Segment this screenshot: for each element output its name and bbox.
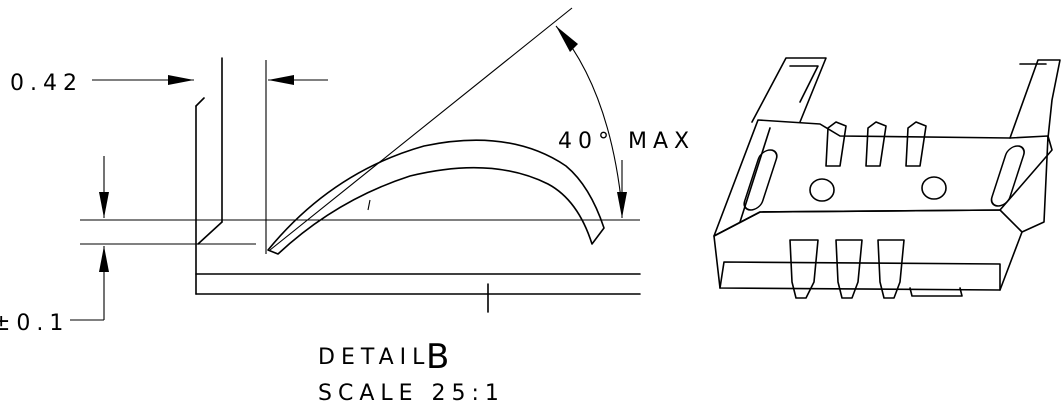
upper-contact-1 <box>825 121 847 167</box>
skirt-lower-band <box>719 261 1001 291</box>
corner-chamfer <box>197 221 223 245</box>
detail-title-letter: B <box>426 337 455 377</box>
detail-title-word: DETAIL <box>318 345 430 370</box>
angle-line <box>269 7 573 251</box>
lower-contacts <box>789 239 905 299</box>
lower-contact-3 <box>877 239 905 299</box>
detail-scale-text: SCALE 25:1 <box>318 381 505 406</box>
dim-offset-arrow-top <box>99 192 109 218</box>
right-mount-hole <box>921 176 947 200</box>
dim-offset-text: ±0.1 <box>0 311 69 336</box>
right-side-wall <box>1021 135 1049 233</box>
lower-contact-1 <box>789 239 819 299</box>
upper-contact-3 <box>905 121 927 167</box>
right-slot <box>990 145 1025 207</box>
front-skirt <box>713 209 1023 291</box>
dim-042-text: 0.42 <box>10 71 83 96</box>
lower-contact-2 <box>835 239 863 299</box>
dim-offset-arrow-bottom <box>99 246 109 272</box>
top-plate <box>713 119 1053 237</box>
left-latch-arm <box>751 57 827 123</box>
left-slot <box>743 149 778 211</box>
upper-contact-2 <box>865 121 887 167</box>
right-latch-arm <box>1009 59 1061 139</box>
contact-break-line <box>367 199 371 211</box>
dim-042-arrow-right <box>268 75 294 85</box>
connector-isometric-view <box>713 57 1061 299</box>
angle-arc <box>555 25 623 209</box>
angle-arrow-bottom <box>617 192 627 218</box>
bottom-tab <box>909 287 963 297</box>
dim-042-arrow-left <box>168 75 194 85</box>
left-latch-inner <box>789 65 819 103</box>
angle-arrow-top <box>556 26 578 52</box>
upper-contacts <box>825 121 927 167</box>
detail-b-section: 0.42 ±0.1 40° MAX DETAIL B SCALE 25:1 <box>0 7 695 406</box>
left-mount-hole <box>809 178 835 202</box>
spring-contact-section <box>267 139 605 255</box>
angle-text: 40° MAX <box>558 129 695 154</box>
wall-chamfer <box>195 97 205 107</box>
